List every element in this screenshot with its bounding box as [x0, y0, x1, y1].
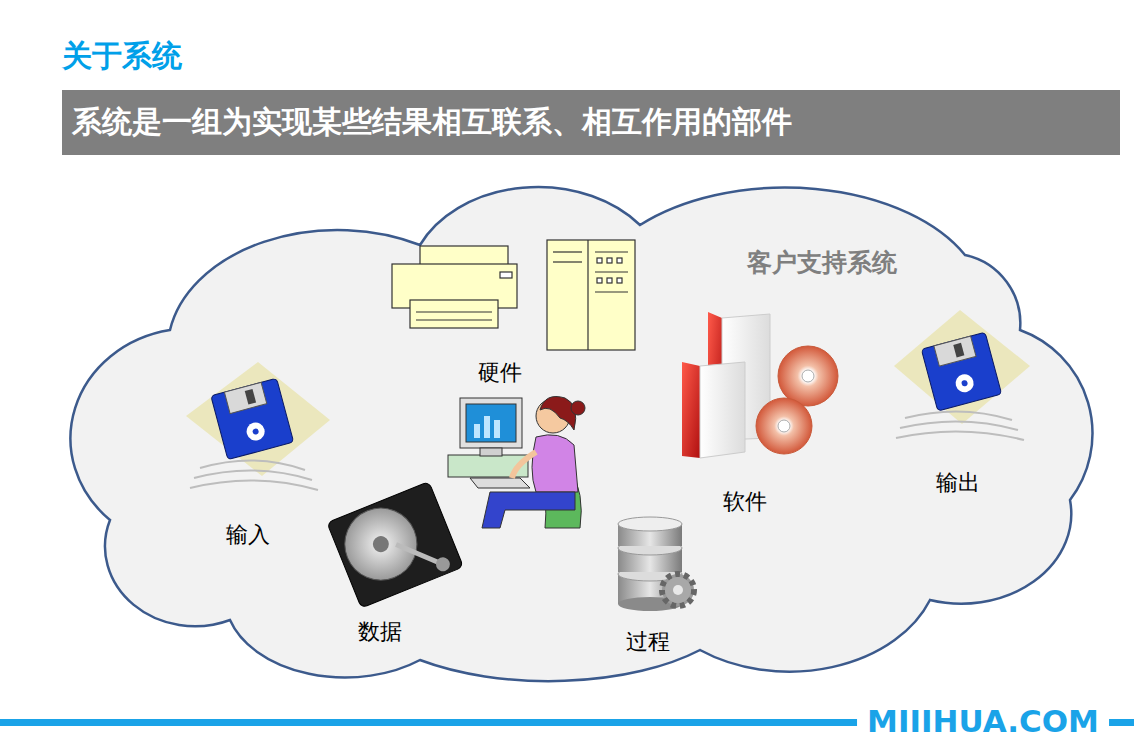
hardware-label: 硬件: [478, 358, 522, 388]
page-title: 关于系统: [62, 36, 182, 76]
heading-text: 系统是一组为实现某些结果相互联系、相互作用的部件: [72, 104, 792, 140]
system-name: 客户支持系统: [747, 245, 897, 281]
cloud-outline: [75, 195, 1080, 690]
process-label: 过程: [626, 627, 670, 657]
heading-band: 系统是一组为实现某些结果相互联系、相互作用的部件: [62, 90, 1120, 155]
watermark: MIIIHUA.COM: [857, 702, 1109, 740]
cloud-region: 客户支持系统: [75, 195, 1080, 690]
software-label: 软件: [723, 487, 767, 517]
output-label: 输出: [936, 468, 980, 498]
data-label: 数据: [358, 617, 402, 647]
cloud-shape: [70, 187, 1092, 681]
input-label: 输入: [226, 520, 270, 550]
